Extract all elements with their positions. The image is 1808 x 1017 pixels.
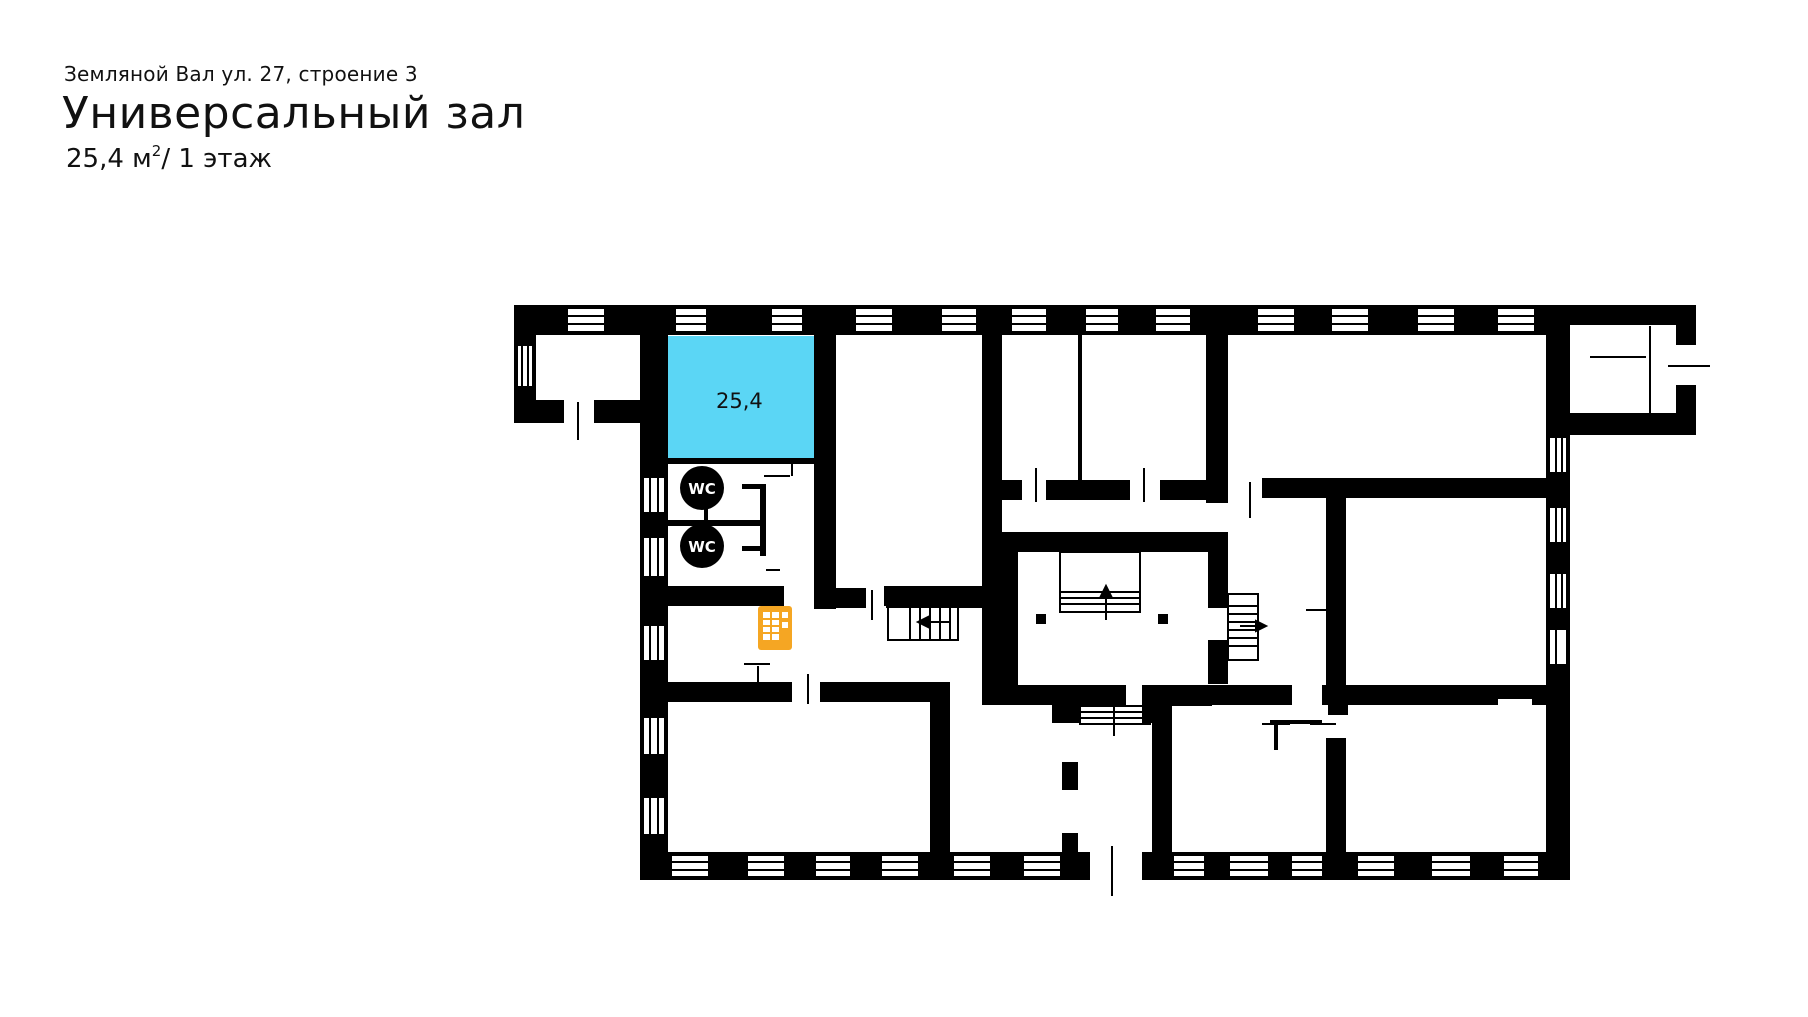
area-floor-info: 25,4 м2/ 1 этаж: [66, 142, 272, 174]
wc-label-upper: WC: [688, 480, 716, 498]
area-unit-sup: 2: [151, 142, 162, 160]
highlighted-room-area: 25,4: [716, 389, 763, 413]
page-title: Универсальный зал: [62, 88, 526, 139]
stairs: [887, 551, 1259, 725]
wc-icon: WC: [680, 524, 724, 568]
wc-icon: WC: [680, 466, 724, 510]
area-value: 25,4 м: [66, 144, 152, 174]
doors: [577, 326, 1710, 896]
wc-label-lower: WC: [688, 538, 716, 556]
pillars: [1036, 614, 1168, 624]
floor-value: / 1 этаж: [161, 144, 272, 174]
address: Земляной Вал ул. 27, строение 3: [64, 62, 418, 86]
stairs-arrow-icon: [915, 583, 1269, 736]
highlighted-room[interactable]: [668, 336, 814, 458]
window-mullions: [521, 315, 1563, 871]
vending-machine-icon: [758, 606, 792, 650]
